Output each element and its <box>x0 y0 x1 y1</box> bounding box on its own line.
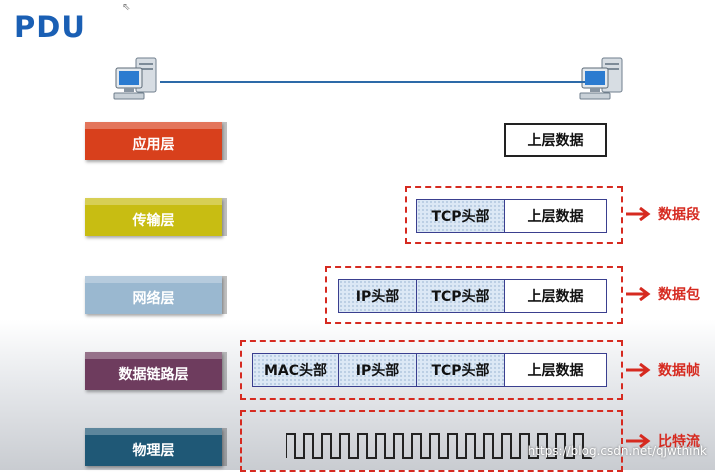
pdu-name-label: 比特流 <box>658 434 700 450</box>
arrow-right-icon <box>626 434 651 448</box>
packet-dashed-box <box>325 266 623 324</box>
pdu-name-bitstream: 比特流 <box>626 431 700 451</box>
layer-label: 传输层 <box>132 213 175 229</box>
layer-label: 数据链路层 <box>118 367 189 383</box>
tcp-header-cell: TCP头部 <box>416 353 505 387</box>
ip-header-cell: IP头部 <box>338 353 417 387</box>
frame-dashed-box <box>240 340 623 400</box>
layer-network: 网络层 <box>85 276 227 314</box>
arrow-right-icon <box>626 363 651 377</box>
pdu-name-label: 数据包 <box>658 287 700 303</box>
upper-data-cell: 上层数据 <box>504 353 607 387</box>
tcp-header-cell: TCP头部 <box>416 279 505 313</box>
tcp-header-cell: TCP头部 <box>416 199 505 233</box>
upper-data-cell: 上层数据 <box>504 279 607 313</box>
segment-dashed-box <box>405 186 623 244</box>
ip-header-cell: IP头部 <box>338 279 417 313</box>
watermark-text: https://blog.csdn.net/qjwthink <box>527 444 707 458</box>
layer-transport: 传输层 <box>85 198 227 236</box>
mouse-cursor-icon: ⇖ <box>122 2 131 13</box>
upper-data-cell: 上层数据 <box>504 199 607 233</box>
pdu-name-frame: 数据帧 <box>626 360 700 380</box>
layer-physical: 物理层 <box>85 428 227 466</box>
layer-application: 应用层 <box>85 122 227 160</box>
upper-data-cell: 上层数据 <box>504 123 607 157</box>
layer-label: 物理层 <box>132 443 175 459</box>
pdu-name-label: 数据段 <box>658 207 700 223</box>
layer-label: 网络层 <box>132 291 175 307</box>
page-title: PDU <box>14 10 86 44</box>
computer-right-icon <box>578 54 630 104</box>
arrow-right-icon <box>626 207 651 221</box>
pdu-name-packet: 数据包 <box>626 284 700 304</box>
mac-header-cell: MAC头部 <box>252 353 339 387</box>
layer-datalink: 数据链路层 <box>85 352 227 390</box>
network-link-line <box>160 81 585 83</box>
arrow-right-icon <box>626 287 651 301</box>
computer-left-icon <box>112 54 164 104</box>
pdu-name-label: 数据帧 <box>658 363 700 379</box>
pdu-name-segment: 数据段 <box>626 204 700 224</box>
square-wave-signal <box>286 433 592 459</box>
layer-label: 应用层 <box>132 137 175 153</box>
